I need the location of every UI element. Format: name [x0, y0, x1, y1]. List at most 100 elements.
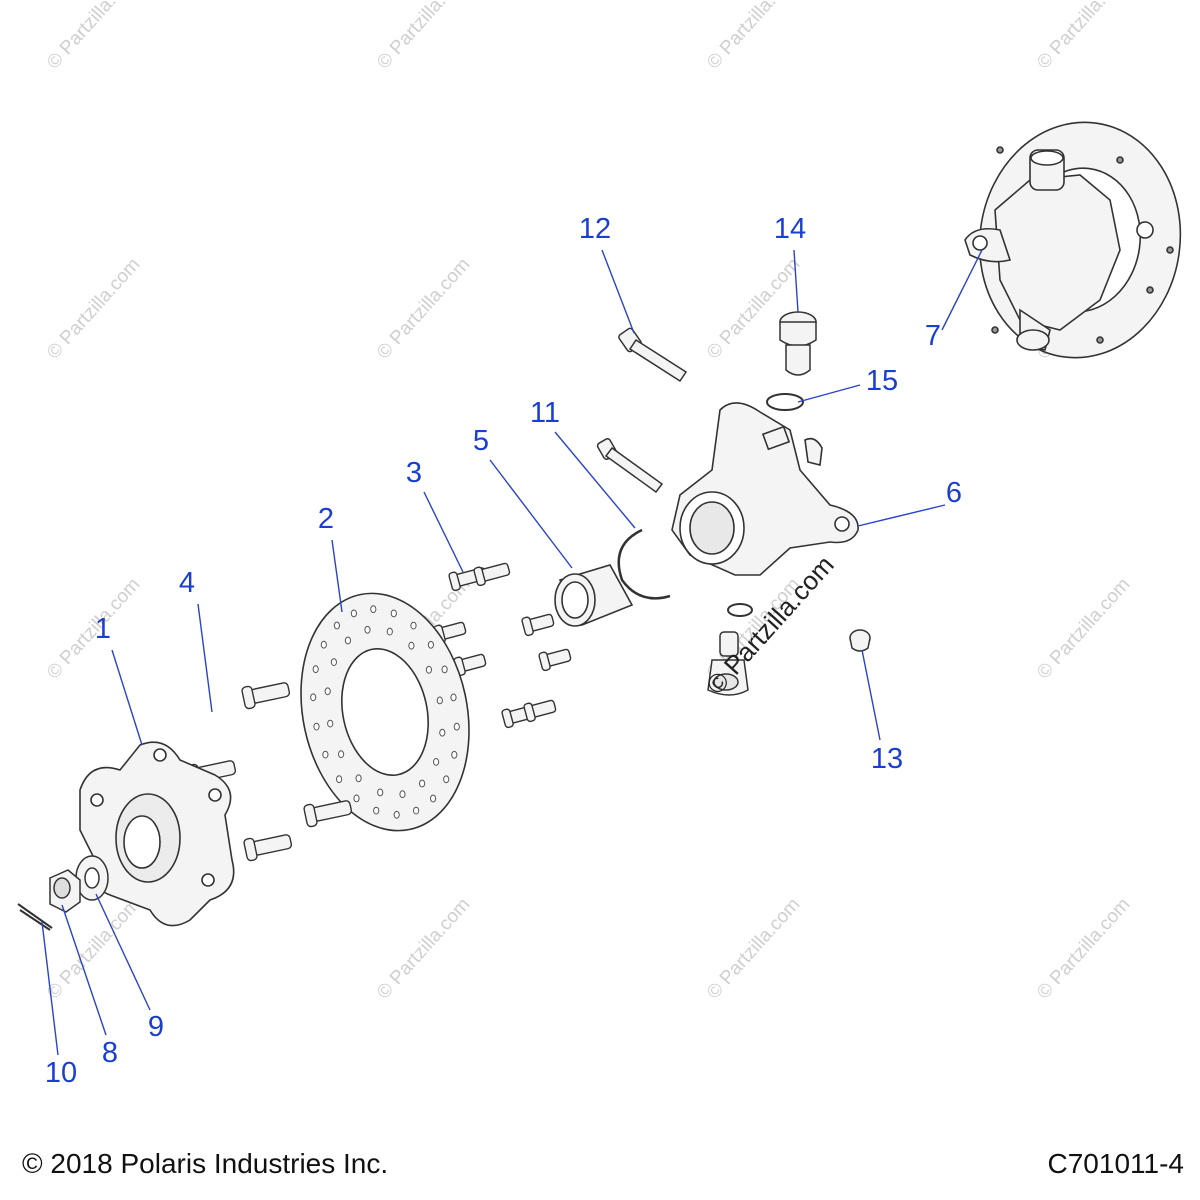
callout-label-7: 7: [925, 320, 941, 352]
leader-line-11: [554, 431, 636, 529]
disc-hole: [436, 696, 443, 705]
part-3-bolts: [433, 562, 572, 729]
disc-hole: [350, 609, 357, 618]
watermark-text: © Partzilla.com: [1033, 574, 1134, 683]
part-13-cap: [849, 629, 871, 652]
disc-hole: [427, 640, 434, 649]
callout-label-2: 2: [318, 503, 334, 535]
figure-code: C701011-4: [1047, 1148, 1184, 1179]
callout-label-14: 14: [774, 213, 806, 245]
part-7-assembled-hub: [964, 121, 1182, 359]
callout-label-11: 11: [530, 397, 560, 429]
watermark-text: © Partzilla.com: [373, 894, 474, 1003]
part-8-castle-nut: [49, 869, 81, 913]
callout-label-6: 6: [946, 477, 962, 509]
disc-hole: [324, 687, 331, 696]
disc-hole: [399, 790, 406, 799]
disc-hole: [313, 722, 320, 731]
part-9-washer: [75, 855, 109, 901]
disc-hole: [386, 627, 393, 636]
callout-label-4: 4: [179, 567, 195, 599]
disc-hole: [443, 775, 450, 784]
disc-hole: [453, 722, 460, 731]
callout-label-8: 8: [102, 1037, 118, 1069]
part-1-hub: [79, 741, 235, 927]
disc-hole: [344, 636, 351, 645]
leader-line-7: [941, 249, 983, 331]
disc-hole: [377, 788, 384, 797]
leader-line-9: [95, 893, 151, 1011]
leader-line-14: [793, 249, 799, 313]
copyright-notice: © 2018 Polaris Industries Inc.: [22, 1148, 389, 1179]
leader-line-12: [601, 249, 635, 334]
disc-hole: [413, 806, 420, 815]
center-watermark: © Partzilla.com: [700, 550, 840, 700]
disc-hole: [430, 794, 437, 803]
watermark-text: © Partzilla.com: [1033, 0, 1134, 73]
disc-hole: [433, 758, 440, 766]
disc-hole: [327, 719, 334, 728]
leader-line-15: [797, 384, 861, 403]
part-5-bearing: [554, 564, 634, 627]
disc-hole: [355, 774, 362, 783]
lower-ball-joint: [707, 603, 753, 696]
part-14-ball-joint: [779, 311, 817, 376]
watermark-text: © Partzilla.com: [43, 254, 144, 363]
knuckle-bolt: [596, 438, 664, 494]
disc-hole: [425, 665, 432, 674]
disc-hole: [312, 665, 319, 674]
disc-hole: [353, 794, 360, 803]
watermark-text: © Partzilla.com: [43, 0, 144, 73]
leader-line-3: [423, 491, 464, 573]
disc-hole: [441, 665, 448, 674]
leader-line-4: [197, 603, 213, 713]
disc-hole: [336, 775, 343, 784]
disc-hole: [393, 810, 400, 819]
disc-hole: [333, 621, 340, 630]
disc-hole: [338, 750, 345, 759]
disc-hole: [390, 609, 397, 618]
disc-hole: [310, 693, 317, 702]
watermark-text: © Partzilla.com: [43, 894, 144, 1003]
disc-hole: [450, 693, 457, 702]
leader-line-5: [489, 459, 573, 569]
disc-hole: [410, 621, 417, 630]
watermark-text: © Partzilla.com: [43, 574, 144, 683]
disc-hole: [364, 625, 371, 634]
disc-hole: [439, 728, 446, 737]
leader-line-1: [111, 649, 143, 746]
callout-label-15: 15: [866, 365, 898, 397]
disc-hole: [330, 658, 337, 666]
part-6-knuckle: [671, 402, 859, 576]
part-2-brake-disc: [300, 592, 470, 832]
watermark-text: © Partzilla.com: [703, 0, 804, 73]
callout-label-1: 1: [95, 613, 111, 645]
leader-line-8: [61, 904, 107, 1036]
part-12-bolt: [618, 327, 688, 383]
watermark-text: © Partzilla.com: [373, 0, 474, 73]
leader-line-10: [41, 921, 59, 1056]
watermark-text: © Partzilla.com: [373, 254, 474, 363]
leader-line-6: [857, 504, 946, 527]
leader-line-2: [331, 539, 343, 613]
part-15-snap-ring: [766, 393, 804, 411]
watermark-text: © Partzilla.com: [703, 894, 804, 1003]
leader-line-13: [861, 649, 881, 741]
part-11-retaining-ring: [617, 528, 671, 600]
callout-label-5: 5: [473, 425, 489, 457]
disc-hole: [451, 750, 458, 759]
callout-label-9: 9: [148, 1011, 164, 1043]
disc-hole: [419, 779, 426, 788]
part-10-cotter-pin: [17, 903, 53, 931]
watermark-text: © Partzilla.com: [1033, 894, 1134, 1003]
disc-hole: [373, 806, 380, 815]
callout-label-3: 3: [406, 457, 422, 489]
callout-label-13: 13: [871, 743, 903, 775]
disc-hole: [370, 605, 377, 614]
callout-label-12: 12: [579, 213, 611, 245]
disc-hole: [408, 641, 415, 650]
disc-hole: [320, 640, 327, 649]
callout-label-10: 10: [45, 1057, 77, 1089]
